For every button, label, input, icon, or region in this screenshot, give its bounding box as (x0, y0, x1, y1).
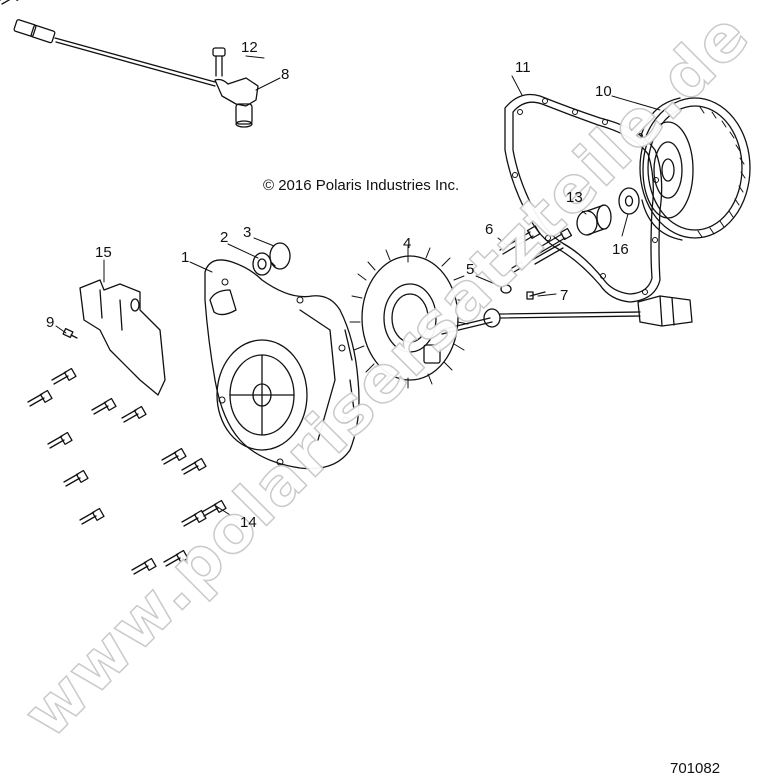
callout-5: 5 (466, 261, 475, 278)
washer-part-16 (618, 187, 640, 215)
diagram-number: 701082 (670, 760, 721, 777)
callout-12: 12 (241, 39, 258, 56)
bolt-part-6 (499, 225, 573, 255)
stator-cover-part-1 (204, 259, 360, 470)
callout-4: 4 (403, 235, 412, 252)
callout-6: 6 (485, 221, 494, 238)
bolt-part-12 (212, 47, 226, 77)
callout-14: 14 (240, 514, 257, 531)
flywheel-part-10 (639, 97, 751, 241)
bracket-part-15 (79, 279, 166, 396)
speed-sensor-part-8 (13, 19, 259, 128)
callout-3: 3 (243, 224, 252, 241)
callout-15: 15 (95, 244, 112, 261)
bolt-part-7 (526, 243, 564, 300)
stator-part-4 (349, 245, 469, 389)
callout-13: 13 (566, 189, 583, 206)
callout-11: 11 (515, 59, 531, 76)
copyright-text: © 2016 Polaris Industries Inc. (263, 177, 460, 194)
callout-16: 16 (612, 241, 629, 258)
stator-harness (439, 295, 693, 335)
callout-9: 9 (46, 314, 55, 331)
callout-2: 2 (220, 229, 229, 246)
bolts-part-14 (0, 0, 227, 575)
callout-1: 1 (181, 249, 190, 266)
screw-part-9 (62, 327, 78, 339)
bushing-part-13 (576, 204, 612, 236)
leader-lines (55, 55, 661, 521)
bearing-part-2 (252, 252, 272, 276)
washer-part-5 (500, 261, 525, 294)
callout-10: 10 (595, 83, 612, 100)
callout-8: 8 (281, 66, 290, 83)
snap-ring-part-3 (269, 242, 291, 270)
callout-7: 7 (560, 287, 569, 304)
